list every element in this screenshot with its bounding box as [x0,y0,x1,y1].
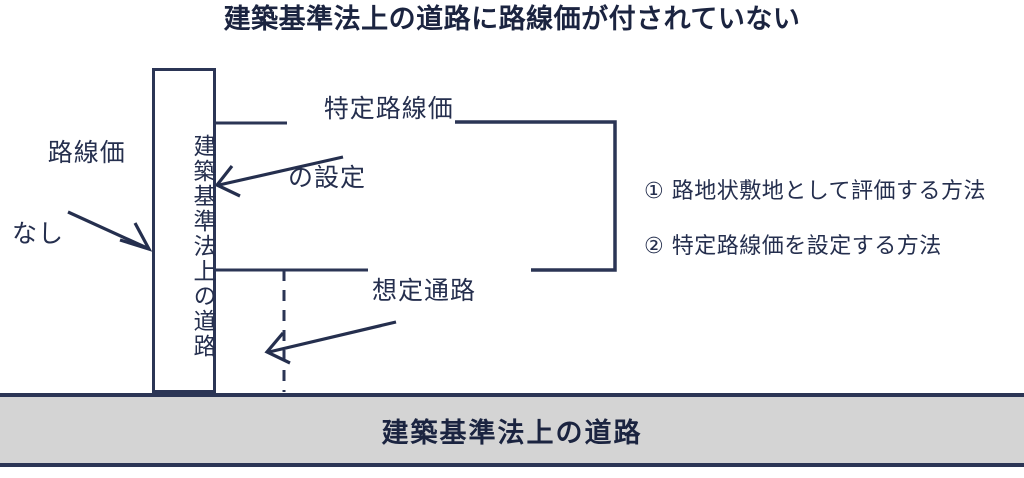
page-title: 建築基準法上の道路に路線価が付されていない [223,4,801,35]
tokutei-rosenka-label: 特定路線価 の設定 [288,64,454,251]
bracket-shape [455,120,617,272]
road-box: 建築基準法上の道路 [152,68,216,393]
method-item-1: ① 路地状敷地として評価する方法 [644,179,987,204]
bottom-road-band: 建築基準法上の道路 [0,393,1024,467]
soutei-tsuuro-arrow [264,320,397,365]
method-item-2: ② 特定路線価を設定する方法 [644,234,942,259]
bottom-road-band-label: 建築基準法上の道路 [381,417,643,449]
tokutei-rosenka-line1: 特定路線価 [323,93,454,123]
tokutei-rosenka-line2: の設定 [288,162,367,192]
rosenka-nashi-line1: 路線価 [47,137,126,167]
rosenka-nashi-line2: なし [12,218,65,248]
soutei-tsuuro-label: 想定通路 [372,276,477,305]
rosenka-nashi-label: 路線価 なし [12,108,126,307]
tokutei-rosenka-arrow [214,155,344,198]
road-box-label: 建築基準法上の道路 [189,134,215,359]
rosenka-nashi-arrow [67,210,153,252]
